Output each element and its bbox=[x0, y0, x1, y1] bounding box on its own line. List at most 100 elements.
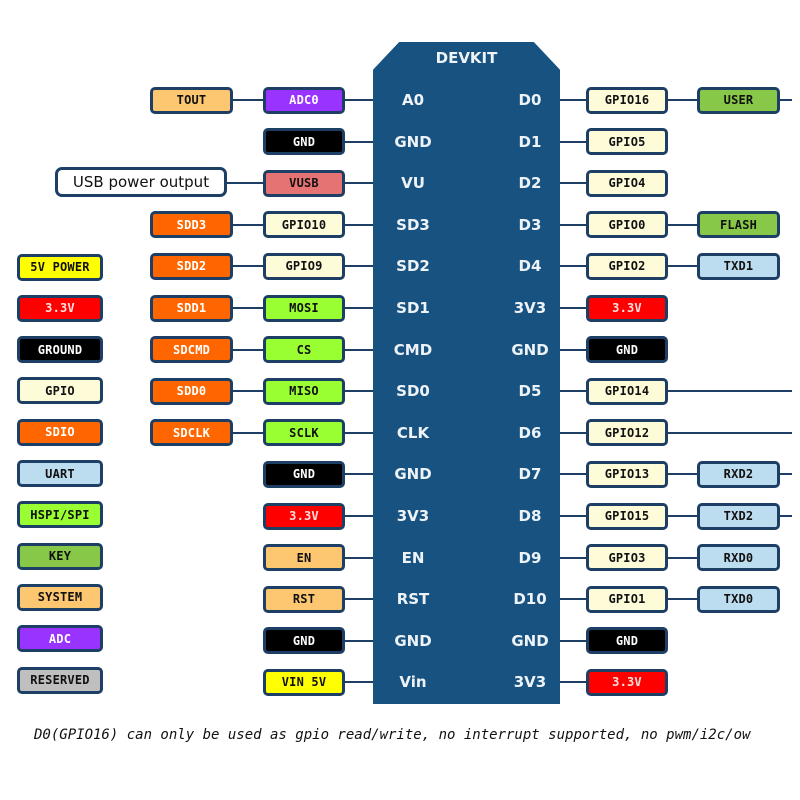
connector-line bbox=[233, 348, 263, 351]
connector-line bbox=[345, 431, 373, 434]
pin-gnd: GND bbox=[394, 465, 432, 484]
pin-function-txd0: TXD0 bbox=[697, 585, 780, 613]
connector-line bbox=[668, 431, 792, 434]
pin-label-gpio2: GPIO2 bbox=[586, 252, 668, 280]
connector-line bbox=[227, 182, 263, 185]
legend-system: SYSTEM bbox=[17, 583, 103, 611]
connector-line bbox=[560, 639, 586, 642]
pin-gnd: GND bbox=[394, 631, 432, 650]
connector-line bbox=[560, 307, 586, 309]
connector-line bbox=[560, 473, 586, 476]
pin-label-gpio16: GPIO16 bbox=[586, 86, 668, 114]
pin-label-cs: CS bbox=[263, 336, 345, 364]
usb-power-output-note: USB power output bbox=[55, 167, 227, 197]
connector-line bbox=[345, 307, 373, 309]
connector-line bbox=[345, 223, 373, 226]
legend-5v-power: 5V POWER bbox=[17, 253, 103, 281]
connector-line bbox=[233, 265, 263, 268]
connector-line bbox=[345, 473, 373, 476]
pin-function-sdd2: SDD2 bbox=[150, 252, 233, 280]
connector-line bbox=[668, 223, 697, 226]
pin-label-gpio4: GPIO4 bbox=[586, 169, 668, 197]
connector-line bbox=[345, 348, 373, 351]
pin-gnd: GND bbox=[511, 340, 549, 359]
pin-label-gpio13: GPIO13 bbox=[586, 460, 668, 488]
pin-clk: CLK bbox=[396, 423, 430, 442]
pin-vu: VU bbox=[401, 174, 425, 193]
pin-label-3-3v: 3.3V bbox=[263, 502, 345, 530]
pin-rst: RST bbox=[396, 590, 430, 609]
legend-adc: ADC bbox=[17, 625, 103, 653]
pin-d8: D8 bbox=[518, 507, 542, 525]
connector-line bbox=[668, 515, 697, 517]
connector-line bbox=[560, 265, 586, 268]
connector-line bbox=[560, 99, 586, 101]
pin-label-sclk: SCLK bbox=[263, 419, 345, 447]
pin-sd1: SD1 bbox=[396, 299, 430, 317]
legend-key: KEY bbox=[17, 542, 103, 570]
pin-function-sdcmd: SDCMD bbox=[150, 336, 233, 364]
connector-line bbox=[780, 99, 792, 101]
connector-line bbox=[560, 223, 586, 226]
connector-line bbox=[233, 99, 263, 101]
pin-label-gpio9: GPIO9 bbox=[263, 252, 345, 280]
connector-line bbox=[345, 639, 373, 642]
pin-function-rxd0: RXD0 bbox=[697, 544, 780, 572]
pin-function-sdd1: SDD1 bbox=[150, 294, 233, 322]
connector-line bbox=[668, 473, 697, 476]
connector-line bbox=[233, 307, 263, 309]
legend-hspi-spi: HSPI/SPI bbox=[17, 501, 103, 529]
pin-label-gpio15: GPIO15 bbox=[586, 502, 668, 530]
legend-gpio: GPIO bbox=[17, 377, 103, 405]
connector-line bbox=[560, 598, 586, 601]
pin-label-vusb: VUSB bbox=[263, 169, 345, 197]
connector-line bbox=[560, 681, 586, 684]
connector-line bbox=[560, 556, 586, 559]
connector-line bbox=[668, 99, 697, 101]
pin-function-tout: TOUT bbox=[150, 86, 233, 114]
pin-label-rst: RST bbox=[263, 585, 345, 613]
pin-label-gnd: GND bbox=[263, 627, 345, 655]
footnote: D0(GPIO16) can only be used as gpio read… bbox=[34, 727, 751, 743]
pin-3v3: 3V3 bbox=[513, 299, 547, 317]
devkit-board bbox=[373, 42, 560, 704]
pin-label-gnd: GND bbox=[586, 336, 668, 364]
pin-d2: D2 bbox=[518, 174, 542, 193]
pin-d9: D9 bbox=[518, 548, 542, 567]
pin-label-mosi: MOSI bbox=[263, 294, 345, 322]
pin-function-rxd2: RXD2 bbox=[697, 460, 780, 488]
pin-sd0: SD0 bbox=[396, 382, 430, 401]
connector-line bbox=[560, 390, 586, 393]
pin-label-gpio12: GPIO12 bbox=[586, 419, 668, 447]
pin-3v3: 3V3 bbox=[513, 673, 547, 692]
connector-line bbox=[560, 431, 586, 434]
connector-line bbox=[233, 390, 263, 393]
pin-label-vin-5v: VIN 5V bbox=[263, 668, 345, 696]
connector-line bbox=[780, 515, 792, 517]
legend-sdio: SDIO bbox=[17, 418, 103, 446]
pin-function-sdd3: SDD3 bbox=[150, 211, 233, 239]
pin-label-miso: MISO bbox=[263, 377, 345, 405]
connector-line bbox=[668, 265, 697, 268]
connector-line bbox=[560, 140, 586, 143]
connector-line bbox=[345, 140, 373, 143]
connector-line bbox=[233, 223, 263, 226]
connector-line bbox=[345, 182, 373, 185]
connector-line bbox=[345, 681, 373, 684]
pin-d0: D0 bbox=[518, 91, 542, 109]
pin-d10: D10 bbox=[513, 590, 547, 609]
pin-function-txd1: TXD1 bbox=[697, 252, 780, 280]
pin-d3: D3 bbox=[518, 215, 542, 234]
pin-label-gnd: GND bbox=[263, 128, 345, 156]
pin-function-sdclk: SDCLK bbox=[150, 419, 233, 447]
connector-line bbox=[780, 473, 792, 476]
pin-3v3: 3V3 bbox=[396, 507, 430, 525]
connector-line bbox=[345, 99, 373, 101]
pin-d4: D4 bbox=[518, 257, 542, 276]
pin-label-gpio10: GPIO10 bbox=[263, 211, 345, 239]
pin-label-gnd: GND bbox=[263, 460, 345, 488]
pin-label-gpio14: GPIO14 bbox=[586, 377, 668, 405]
connector-line bbox=[668, 598, 697, 601]
connector-line bbox=[345, 265, 373, 268]
connector-line bbox=[345, 598, 373, 601]
